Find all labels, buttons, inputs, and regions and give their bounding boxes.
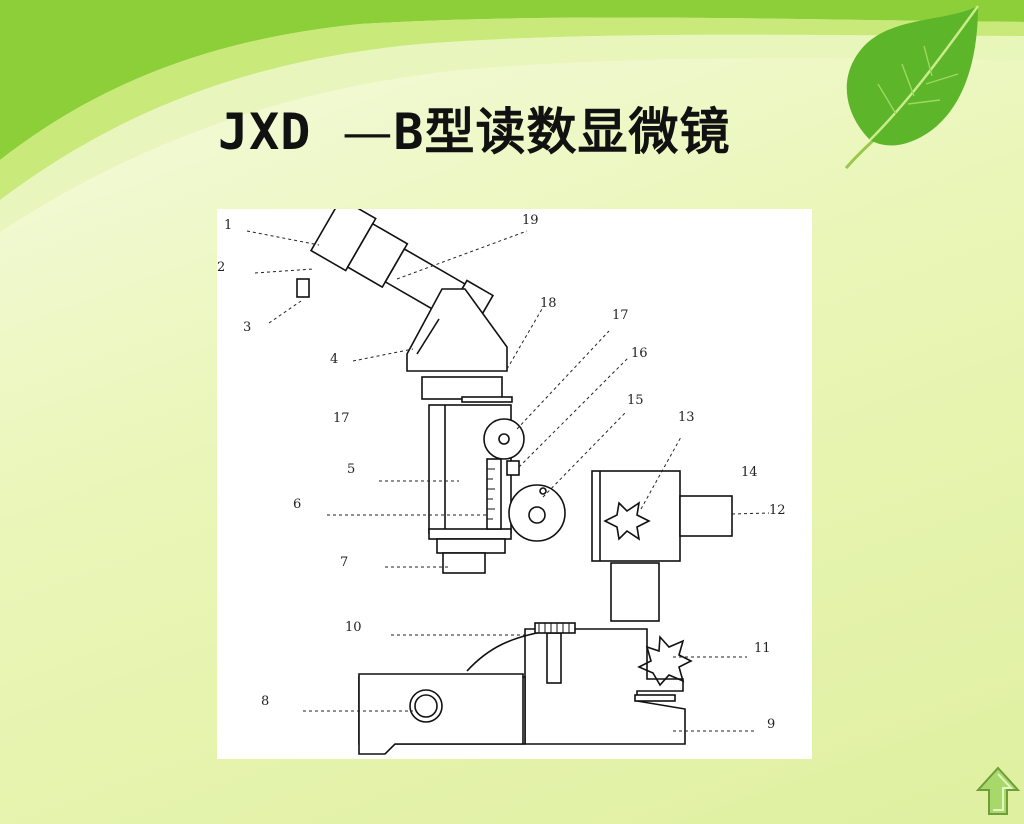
- microscope-diagram: 1 2 3 4 17 5 6 7 10 8 19 18 17 16 15 13 …: [217, 209, 812, 759]
- label-19: 19: [522, 213, 539, 228]
- stage-post: [546, 632, 562, 684]
- cross-arm: [679, 495, 733, 537]
- label-10: 10: [345, 620, 362, 635]
- stage-knob: [534, 622, 576, 634]
- star-knob-upper: [603, 501, 651, 541]
- label-14: 14: [741, 465, 758, 480]
- focus-knob: [508, 484, 566, 542]
- label-4: 4: [330, 352, 338, 367]
- label-5: 5: [347, 462, 355, 477]
- label-13: 13: [678, 410, 695, 425]
- label-12: 12: [769, 503, 786, 518]
- label-3: 3: [243, 320, 251, 335]
- label-2: 2: [217, 260, 225, 275]
- title-rest: B型读数显微镜: [393, 103, 731, 161]
- up-arrow-button[interactable]: [975, 766, 1021, 816]
- up-arrow-icon: [975, 766, 1021, 815]
- page-title: JXD —B型读数显微镜: [218, 92, 731, 164]
- label-16: 16: [631, 346, 648, 361]
- label-6: 6: [293, 497, 301, 512]
- label-15: 15: [627, 393, 644, 408]
- label-1: 1: [224, 218, 232, 233]
- column: [610, 562, 660, 622]
- star-knob-lower: [637, 635, 693, 687]
- upper-knob: [483, 418, 525, 460]
- objective: [442, 552, 486, 574]
- title-dash: —: [342, 103, 394, 161]
- label-11: 11: [754, 641, 771, 656]
- label-8: 8: [261, 694, 269, 709]
- objective-ring: [436, 538, 506, 554]
- label-9: 9: [767, 717, 775, 732]
- eyepiece-screw: [296, 278, 310, 298]
- cross-block: [591, 470, 681, 562]
- leaf-icon: [844, 5, 980, 169]
- title-prefix: JXD: [218, 103, 343, 161]
- reading-scale: [486, 458, 502, 530]
- head-prism: [406, 288, 508, 372]
- label-7: 7: [340, 555, 348, 570]
- label-17-right: 17: [612, 308, 629, 323]
- label-18: 18: [540, 296, 557, 311]
- head-collar: [421, 376, 503, 400]
- label-17-left: 17: [333, 411, 350, 426]
